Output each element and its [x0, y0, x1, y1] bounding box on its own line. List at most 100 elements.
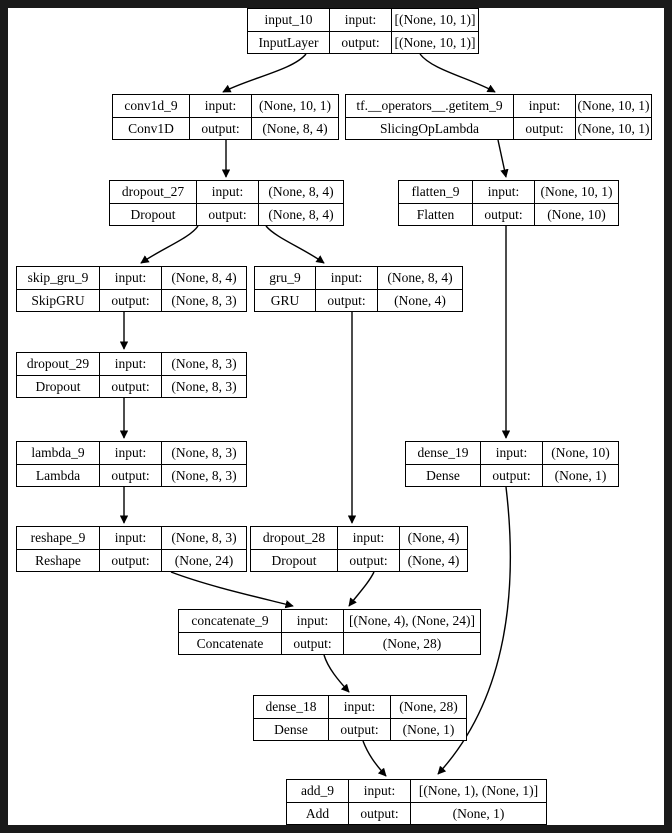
node-input_10-output-label: output: — [330, 31, 392, 53]
node-conv1d_9-output-label: output: — [190, 117, 252, 139]
node-reshape_9[interactable]: reshape_9 input: (None, 8, 3) Reshape ou… — [16, 526, 247, 572]
node-dropout_28-output-label: output: — [338, 549, 400, 571]
node-dropout_29-input-label: input: — [100, 353, 162, 375]
node-input_10-type: InputLayer — [248, 31, 330, 53]
node-add_9-output-shape: (None, 1) — [452, 805, 505, 821]
node-dropout_27-name: dropout_27 — [110, 181, 197, 203]
node-dense_19-output-shape: (None, 1) — [554, 467, 607, 483]
node-dropout_29-name: dropout_29 — [17, 353, 100, 375]
node-dense_18-output-label: output: — [329, 718, 391, 740]
edge-input10-getitem9 — [419, 53, 496, 93]
node-conv1d_9[interactable]: conv1d_9 input: (None, 10, 1) Conv1D out… — [112, 94, 339, 140]
node-lambda_9-type: Lambda — [17, 464, 100, 486]
node-concatenate_9-output-label: output: — [282, 632, 344, 654]
node-conv1d_9-input-label: input: — [190, 95, 252, 117]
node-dropout_29-input-shape: (None, 8, 3) — [171, 356, 237, 371]
node-add_9-input-label: input: — [349, 780, 411, 802]
node-dropout_27-output-shape: (None, 8, 4) — [268, 206, 334, 222]
node-dense_18-input-label: input: — [329, 696, 391, 718]
node-concatenate_9-input-shape: [(None, 4), (None, 24)] — [349, 613, 475, 628]
node-dense_18-name: dense_18 — [254, 696, 329, 718]
node-dense_18-type: Dense — [254, 718, 329, 740]
node-dense_19-input-shape: (None, 10) — [551, 445, 610, 460]
model-graph-canvas: input_10 input: [(None, 10, 1)] InputLay… — [8, 8, 664, 825]
node-dense_19-name: dense_19 — [406, 442, 481, 464]
node-skip_gru_9-output-shape: (None, 8, 3) — [171, 292, 237, 308]
node-lambda_9-input-shape: (None, 8, 3) — [171, 445, 237, 460]
node-getitem_9-output-label: output: — [514, 117, 576, 139]
node-dense_18-output-shape: (None, 1) — [402, 721, 455, 737]
node-add_9-name: add_9 — [287, 780, 349, 802]
node-concatenate_9-type: Concatenate — [179, 632, 282, 654]
node-add_9-output-label: output: — [349, 802, 411, 824]
node-dropout_27-input-label: input: — [197, 181, 259, 203]
node-conv1d_9-input-shape: (None, 10, 1) — [259, 98, 331, 113]
node-input_10-input-shape: [(None, 10, 1)] — [394, 12, 476, 27]
node-reshape_9-input-label: input: — [100, 527, 162, 549]
node-skip_gru_9-input-shape: (None, 8, 4) — [171, 270, 237, 285]
node-skip_gru_9-type: SkipGRU — [17, 289, 100, 311]
node-dropout_28-input-shape: (None, 4) — [407, 530, 460, 545]
node-reshape_9-name: reshape_9 — [17, 527, 100, 549]
node-concatenate_9-input-label: input: — [282, 610, 344, 632]
node-dropout_29-type: Dropout — [17, 375, 100, 397]
node-flatten_9-input-label: input: — [473, 181, 535, 203]
node-concatenate_9[interactable]: concatenate_9 input: [(None, 4), (None, … — [178, 609, 481, 655]
node-lambda_9-output-label: output: — [100, 464, 162, 486]
edge-concatenate9-dense18 — [323, 654, 350, 693]
node-concatenate_9-output-shape: (None, 28) — [382, 635, 442, 651]
node-flatten_9[interactable]: flatten_9 input: (None, 10, 1) Flatten o… — [398, 180, 619, 226]
node-getitem_9-input-label: input: — [514, 95, 576, 117]
node-lambda_9[interactable]: lambda_9 input: (None, 8, 3) Lambda outp… — [16, 441, 247, 487]
node-gru_9-output-shape: (None, 4) — [394, 292, 446, 308]
node-skip_gru_9-name: skip_gru_9 — [17, 267, 100, 289]
node-getitem_9-output-shape: (None, 10, 1) — [577, 120, 650, 136]
node-dropout_28-name: dropout_28 — [251, 527, 338, 549]
node-skip_gru_9[interactable]: skip_gru_9 input: (None, 8, 4) SkipGRU o… — [16, 266, 247, 312]
node-gru_9-type: GRU — [255, 289, 316, 311]
node-add_9[interactable]: add_9 input: [(None, 1), (None, 1)] Add … — [286, 779, 547, 825]
edge-getitem9-flatten9 — [497, 139, 509, 178]
node-dropout_27-type: Dropout — [110, 203, 197, 225]
edge-reshape9-concatenate9 — [170, 571, 294, 609]
node-input_10-name: input_10 — [248, 9, 330, 31]
node-dense_19-type: Dense — [406, 464, 481, 486]
node-getitem_9-name: tf.__operators__.getitem_9 — [346, 95, 514, 117]
node-dense_19-input-label: input: — [481, 442, 543, 464]
node-reshape_9-input-shape: (None, 8, 3) — [171, 530, 237, 545]
node-flatten_9-output-label: output: — [473, 203, 535, 225]
edge-dense18-add9 — [362, 740, 387, 777]
node-getitem_9-type: SlicingOpLambda — [346, 117, 514, 139]
node-add_9-type: Add — [287, 802, 349, 824]
node-gru_9-input-shape: (None, 8, 4) — [387, 270, 453, 285]
node-dropout_27-output-label: output: — [197, 203, 259, 225]
edge-dropout27-skipgru9 — [140, 225, 199, 264]
node-dropout_28-input-label: input: — [338, 527, 400, 549]
node-reshape_9-type: Reshape — [17, 549, 100, 571]
edge-dropout27-gru9 — [265, 225, 325, 264]
node-flatten_9-name: flatten_9 — [399, 181, 473, 203]
node-dense_19[interactable]: dense_19 input: (None, 10) Dense output:… — [405, 441, 619, 487]
node-gru_9[interactable]: gru_9 input: (None, 8, 4) GRU output: (N… — [254, 266, 463, 312]
node-conv1d_9-output-shape: (None, 8, 4) — [262, 120, 328, 136]
node-input_10[interactable]: input_10 input: [(None, 10, 1)] InputLay… — [247, 8, 479, 54]
node-reshape_9-output-label: output: — [100, 549, 162, 571]
node-dropout_29[interactable]: dropout_29 input: (None, 8, 3) Dropout o… — [16, 352, 247, 398]
node-dense_18[interactable]: dense_18 input: (None, 28) Dense output:… — [253, 695, 467, 741]
node-lambda_9-name: lambda_9 — [17, 442, 100, 464]
node-dropout_29-output-label: output: — [100, 375, 162, 397]
node-getitem_9[interactable]: tf.__operators__.getitem_9 input: (None,… — [345, 94, 652, 140]
node-skip_gru_9-output-label: output: — [100, 289, 162, 311]
node-dropout_28-type: Dropout — [251, 549, 338, 571]
node-flatten_9-output-shape: (None, 10) — [547, 206, 606, 222]
node-input_10-output-shape: [(None, 10, 1)] — [394, 34, 476, 50]
node-dropout_28[interactable]: dropout_28 input: (None, 4) Dropout outp… — [250, 526, 468, 572]
node-lambda_9-input-label: input: — [100, 442, 162, 464]
node-dropout_27[interactable]: dropout_27 input: (None, 8, 4) Dropout o… — [109, 180, 344, 226]
node-lambda_9-output-shape: (None, 8, 3) — [171, 467, 237, 483]
node-dropout_29-output-shape: (None, 8, 3) — [171, 378, 237, 394]
node-conv1d_9-name: conv1d_9 — [113, 95, 190, 117]
node-flatten_9-input-shape: (None, 10, 1) — [540, 184, 613, 199]
edge-dropout28-concatenate9 — [348, 571, 375, 607]
